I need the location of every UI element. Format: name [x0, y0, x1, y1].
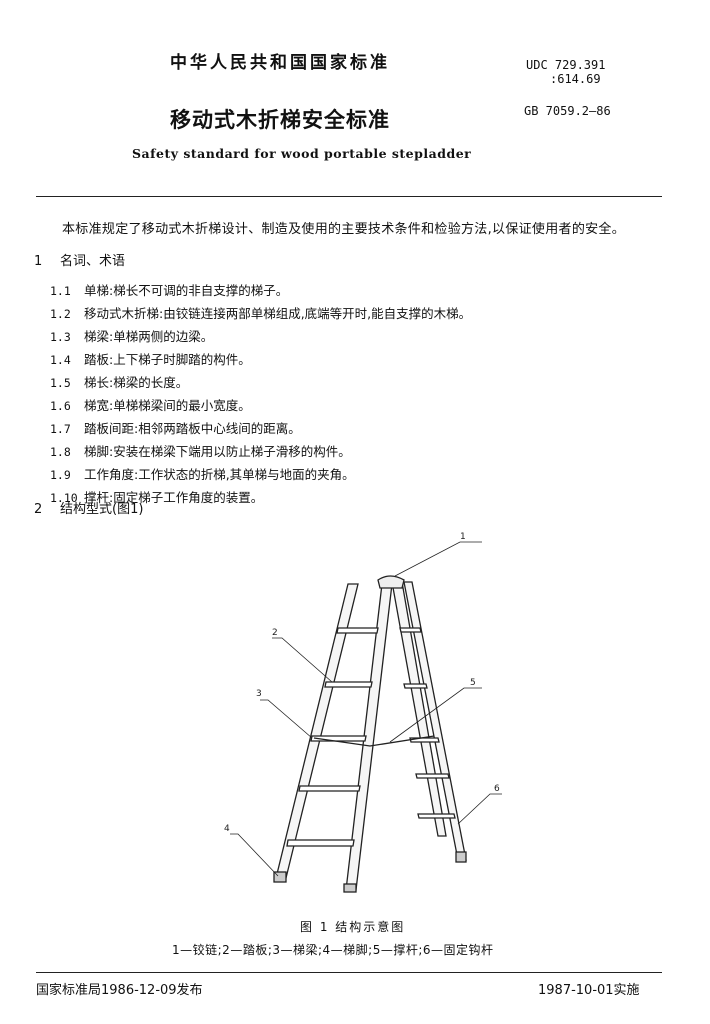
section-2-number: 2 [34, 502, 43, 517]
item-number: 1.2 [50, 307, 71, 321]
spreader-bar [313, 735, 435, 747]
effective-date: 1987-10-01实施 [538, 983, 640, 998]
english-title: Safety standard for wood portable stepla… [132, 146, 472, 161]
item-number: 1.10 [50, 491, 78, 505]
standard-header-title: 中华人民共和国国家标准 [170, 53, 390, 73]
header-rule [36, 196, 662, 197]
ladder-figure: 1 2 3 4 5 6 [224, 532, 502, 893]
item-text: 踏板:上下梯子时脚踏的构件。 [84, 352, 251, 367]
definitions-list: 1.1 单梯:梯长不可调的非自支撑的梯子。 1.2 移动式木折梯:由铰链连接两部单梯… [50, 280, 471, 510]
item-number: 1.6 [50, 399, 71, 413]
front-step [286, 839, 355, 847]
section-2-heading: 2 结构型式(图1) [34, 498, 143, 517]
item-number: 1.3 [50, 330, 71, 344]
ladder-drawing [230, 541, 502, 893]
leader-line-6 [457, 793, 502, 825]
ladder-foot [343, 883, 357, 893]
definition-item: 1.7 踏板间距:相邻两踏板中心线间的距离。 [50, 418, 471, 441]
hinge [377, 575, 405, 589]
footer-rule [36, 972, 662, 973]
item-text: 梯宽:单梯梯梁间的最小宽度。 [84, 398, 251, 413]
leader-line-3 [260, 699, 313, 739]
item-number: 1.7 [50, 422, 71, 436]
udc-line-2: :614.69 [550, 72, 601, 86]
item-number: 1.8 [50, 445, 71, 459]
section-1-title: 名词、术语 [60, 254, 126, 269]
callout-1: 1 [460, 532, 466, 542]
callout-2: 2 [272, 628, 278, 638]
item-text: 梯长:梯梁的长度。 [84, 375, 189, 390]
issue-date: 国家标准局1986-12-09发布 [36, 983, 203, 998]
front-step [298, 785, 361, 792]
callout-5: 5 [470, 678, 476, 688]
item-number: 1.5 [50, 376, 71, 390]
leader-line-4 [230, 833, 279, 877]
definition-item: 1.5 梯长:梯梁的长度。 [50, 372, 471, 395]
gb-code: GB 7059.2—86 [524, 104, 611, 118]
definition-item: 1.8 梯脚:安装在梯梁下端用以防止梯子滑移的构件。 [50, 441, 471, 464]
main-title: 移动式木折梯安全标准 [170, 108, 390, 132]
leader-line-2 [272, 637, 333, 683]
figure-legend: 1—铰链;2—踏板;3—梯梁;4—梯脚;5—撑杆;6—固定钩杆 [172, 943, 494, 957]
item-text: 梯脚:安装在梯梁下端用以防止梯子滑移的构件。 [84, 444, 351, 459]
section-1-number: 1 [34, 254, 43, 269]
item-text: 撑杆:固定梯子工作角度的装置。 [84, 490, 264, 505]
item-text: 梯梁:单梯两侧的边梁。 [84, 329, 214, 344]
section-1-heading: 1 名词、术语 [34, 250, 125, 269]
ladder-foot [273, 871, 287, 883]
definition-item: 1.1 单梯:梯长不可调的非自支撑的梯子。 [50, 280, 471, 303]
udc-code: UDC 729.391 :614.69 [526, 58, 605, 86]
ladder-foot [455, 851, 467, 863]
udc-line-1: UDC 729.391 [526, 58, 606, 72]
definition-item: 1.10 撑杆:固定梯子工作角度的装置。 [50, 487, 471, 510]
leader-line-5 [389, 687, 482, 743]
definition-item: 1.3 梯梁:单梯两侧的边梁。 [50, 326, 471, 349]
item-text: 移动式木折梯:由铰链连接两部单梯组成,底端等开时,能自支撑的木梯。 [84, 306, 472, 321]
front-step [336, 627, 379, 634]
item-text: 工作角度:工作状态的折梯,其单梯与地面的夹角。 [84, 467, 355, 482]
item-number: 1.1 [50, 284, 71, 298]
rear-step [417, 813, 456, 819]
callout-6: 6 [494, 784, 500, 794]
figure-caption: 图 1 结构示意图 [300, 920, 406, 934]
definition-item: 1.2 移动式木折梯:由铰链连接两部单梯组成,底端等开时,能自支撑的木梯。 [50, 303, 471, 326]
item-number: 1.4 [50, 353, 71, 367]
front-step [324, 681, 373, 688]
definition-item: 1.6 梯宽:单梯梯梁间的最小宽度。 [50, 395, 471, 418]
callout-4: 4 [224, 824, 230, 834]
definition-item: 1.9 工作角度:工作状态的折梯,其单梯与地面的夹角。 [50, 464, 471, 487]
figure-callouts: 1 2 3 4 5 6 [224, 532, 500, 834]
item-text: 踏板间距:相邻两踏板中心线间的距离。 [84, 421, 301, 436]
intro-paragraph: 本标准规定了移动式木折梯设计、制造及使用的主要技术条件和检验方法,以保证使用者的… [62, 222, 626, 237]
rear-step [399, 627, 422, 633]
definition-item: 1.4 踏板:上下梯子时脚踏的构件。 [50, 349, 471, 372]
item-text: 单梯:梯长不可调的非自支撑的梯子。 [84, 283, 289, 298]
section-2-title: 结构型式(图1) [60, 502, 144, 517]
rear-step [415, 773, 450, 779]
item-number: 1.9 [50, 468, 71, 482]
callout-3: 3 [256, 689, 262, 699]
rear-step [403, 683, 428, 689]
leader-line-1 [394, 541, 482, 577]
